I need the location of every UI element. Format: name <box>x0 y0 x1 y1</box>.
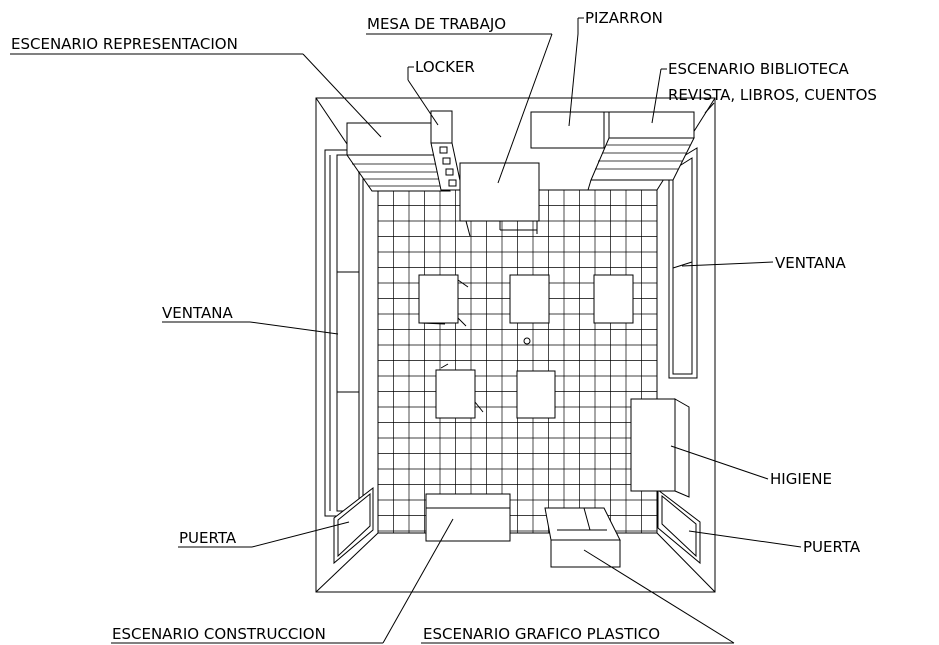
label-higiene: HIGIENE <box>770 470 832 488</box>
label-pizarron: PIZARRON <box>585 9 663 27</box>
label-escenario-grafico-plastico: ESCENARIO GRAFICO PLASTICO <box>423 625 660 643</box>
student-table-3 <box>593 274 634 324</box>
label-puerta-right: PUERTA <box>803 538 861 556</box>
left-door <box>333 486 374 565</box>
label-puerta-left: PUERTA <box>179 529 237 547</box>
label-escenario-construccion: ESCENARIO CONSTRUCCION <box>112 625 326 643</box>
representation-stage <box>346 122 451 192</box>
label-escenario-representacion: ESCENARIO REPRESENTACION <box>11 35 238 53</box>
construction-box <box>425 493 511 542</box>
label-mesa-de-trabajo: MESA DE TRABAJO <box>367 15 506 33</box>
student-table-5 <box>516 370 556 419</box>
student-table-2 <box>509 274 550 324</box>
floor-drain <box>523 337 531 345</box>
label-escenario-biblioteca: ESCENARIO BIBLIOTECA <box>668 60 850 78</box>
right-door <box>657 488 701 565</box>
blackboard <box>530 111 609 149</box>
label-ventana-right: VENTANA <box>775 254 846 272</box>
student-table-4 <box>435 363 484 419</box>
hygiene-station <box>630 398 690 498</box>
label-ventana-left: VENTANA <box>162 304 233 322</box>
label-locker: LOCKER <box>415 58 475 76</box>
work-table <box>459 162 540 237</box>
student-table-1 <box>418 274 469 327</box>
leader-lines <box>10 17 802 644</box>
label-biblioteca-contents: REVISTA, LIBROS, CUENTOS <box>668 86 877 104</box>
graphic-plastic-tray <box>544 507 621 568</box>
library-shelves <box>587 111 695 191</box>
locker <box>430 110 463 191</box>
floor-tile-grid <box>378 190 657 533</box>
right-window <box>668 147 698 379</box>
